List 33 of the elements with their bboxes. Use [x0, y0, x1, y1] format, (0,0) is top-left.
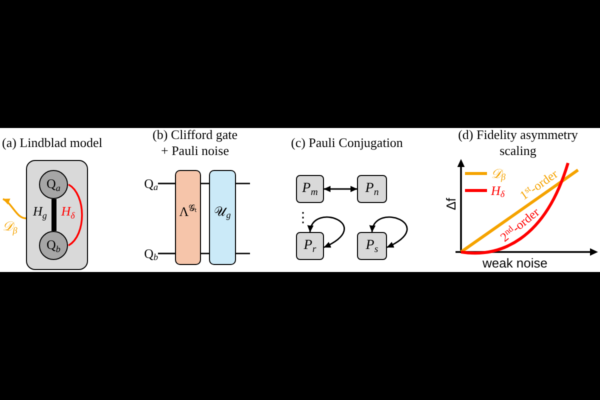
pauli-box: P$_{r}$	[296, 232, 324, 260]
qubit-wire	[201, 182, 209, 184]
unitary-gate-box: 𝒰$_{g}$	[209, 170, 236, 265]
qubit-wire	[236, 182, 250, 184]
pauli-box: P$_{m}$	[296, 175, 324, 203]
vertical-ellipsis: ⋮	[296, 211, 310, 225]
qubit-circle: Q$_{a}$	[39, 170, 68, 198]
qubit-wire	[158, 252, 175, 254]
coupling-arc	[68, 184, 83, 246]
double-arrow	[324, 186, 358, 192]
axis-label: weak noise	[482, 256, 548, 270]
qubit-wire	[236, 252, 250, 254]
panel-title: (b) Clifford gate + Pauli noise	[152, 127, 238, 159]
panel-title: (a) Lindblad model	[2, 135, 102, 151]
legend-label: H$_{δ}$	[491, 184, 505, 196]
qubit-label: Q$_{b}$	[136, 246, 158, 261]
panel-title: (d) Fidelity asymmetry scaling	[457, 127, 579, 159]
axis-label: Δf	[444, 198, 458, 210]
self-loop-arrow	[308, 216, 345, 248]
qubit-circle: Q$_{b}$	[39, 230, 68, 260]
qubit-label: Q$_{a}$	[136, 176, 158, 191]
panel-title: (c) Pauli Conjugation	[291, 135, 403, 151]
decay-arrow	[2, 198, 26, 220]
coupling-bar	[52, 199, 56, 231]
legend-label: 𝒟$_{β}$	[491, 166, 506, 180]
device-box	[26, 160, 88, 270]
edge-label: H$_{δ}$	[61, 204, 75, 218]
pauli-box: P$_{n}$	[357, 175, 387, 203]
pauli-box: P$_{s}$	[357, 232, 387, 260]
qubit-wire	[158, 182, 175, 184]
qubit-wire	[201, 252, 209, 254]
self-loop-arrow	[370, 216, 408, 248]
noise-gate-box: Λ$^{𝒢ₜ}$	[175, 170, 201, 265]
